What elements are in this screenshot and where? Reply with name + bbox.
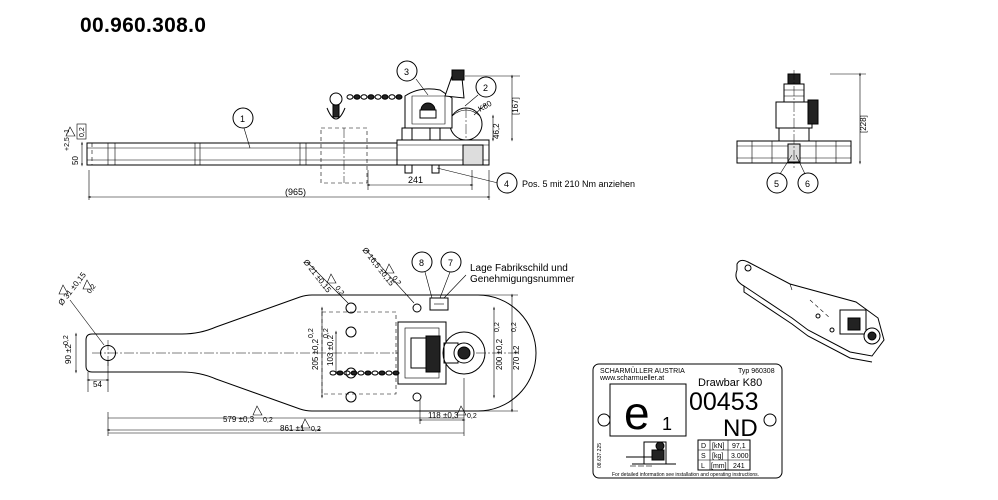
table-sym-l: L: [701, 463, 705, 470]
dim-50: 50: [71, 156, 80, 165]
approval-class: ND: [723, 415, 758, 442]
dim-579: 579 ±0,3: [223, 415, 255, 424]
flatness-02: 0,2: [79, 127, 86, 137]
table-value-s: 3.000: [731, 453, 749, 460]
svg-text:0,2: 0,2: [86, 283, 98, 295]
svg-text:7: 7: [448, 258, 453, 268]
dim-54: 54: [93, 380, 102, 389]
dim-50-tolerance: +2,5 -1: [64, 129, 71, 151]
nameplate-frame: [592, 363, 783, 479]
dim-46-2: 46,2: [492, 123, 501, 139]
nameplate-side-code: 08.637.225: [597, 443, 603, 468]
drawbar-plan-outline: [85, 294, 537, 412]
svg-text:0,2: 0,2: [63, 335, 70, 345]
nameplate-website: www.scharmueller.at: [599, 375, 664, 382]
balloon-3: [396, 60, 418, 82]
note-nameplate-line1: Lage Fabrikschild und: [470, 263, 568, 274]
dim-118: 118 ±0,3: [428, 411, 459, 420]
svg-text:3: 3: [404, 67, 409, 77]
table-value-l: 241: [733, 463, 745, 470]
svg-text:5: 5: [774, 179, 779, 189]
isometric-view: [735, 259, 885, 363]
tolerance-markers: 0,2 0,2 0,2 0,2 0,2 0,2 0,2 0,2 0,2 0,2 …: [63, 263, 518, 433]
nameplate: SCHARMÜLLER AUSTRIA www.scharmueller.at …: [592, 363, 783, 479]
side-view: (965) 241 [167] 46,2 K80 50 +2,5 -1 0,2 …: [64, 60, 635, 200]
table-unit-d: [kN]: [712, 443, 725, 450]
svg-text:0,2: 0,2: [467, 413, 477, 420]
table-unit-l: [mm]: [711, 463, 727, 470]
nameplate-table: D [kN] 97,1 S [kg] 3.000 L [mm] 241: [697, 439, 751, 471]
table-sym-s: S: [701, 453, 706, 460]
balloon-7: [440, 251, 462, 273]
nameplate-hole-right: [763, 413, 777, 427]
iso-drawbar: [735, 259, 885, 357]
svg-text:4: 4: [504, 179, 509, 189]
dim-965: (965): [285, 187, 306, 197]
dim-103: 103 ±0,2: [326, 334, 335, 366]
table-unit-s: [kg]: [712, 453, 723, 460]
svg-text:0,2: 0,2: [323, 328, 330, 338]
svg-text:0,2: 0,2: [511, 322, 518, 332]
note-pos5-torque: Pos. 5 mit 210 Nm anziehen: [522, 179, 635, 189]
dia-21: Ø 21 ±0,15: [301, 258, 333, 295]
e-mark-box: [609, 383, 687, 437]
nameplate-type: Typ 960308: [738, 368, 775, 375]
svg-text:8: 8: [419, 258, 424, 268]
end-view: [228] 5 6: [736, 70, 868, 194]
dim-228: [228]: [859, 115, 868, 133]
svg-text:0,2: 0,2: [263, 417, 273, 424]
svg-text:0,2: 0,2: [390, 275, 402, 287]
dim-167: [167]: [511, 97, 520, 115]
svg-text:0,2: 0,2: [333, 285, 345, 297]
dim-205: 205 ±0,2: [311, 338, 320, 370]
safety-chain: [346, 94, 403, 100]
nameplate-company: SCHARMÜLLER AUSTRIA: [600, 367, 685, 375]
label-k80: K80: [477, 99, 494, 114]
table-sym-d: D: [701, 443, 706, 450]
dim-270: 270 ±2: [512, 345, 521, 370]
balloon-4: [496, 172, 518, 194]
table-value-d: 97,1: [732, 443, 746, 450]
note-nameplate-line2: Genehmigungsnummer: [470, 274, 575, 285]
e-mark: e: [624, 387, 650, 439]
approval-number: 00453: [689, 388, 759, 416]
dim-200: 200 ±0,2: [495, 338, 504, 370]
nameplate-product: Drawbar K80: [698, 377, 762, 389]
balloon-2: [475, 76, 497, 98]
balloon-6: [797, 172, 819, 194]
part-number: 00.960.308.0: [80, 14, 207, 37]
dim-861: 861 ±1: [280, 424, 305, 433]
svg-text:2: 2: [483, 83, 488, 93]
balloon-1: [232, 107, 254, 129]
svg-text:6: 6: [805, 179, 810, 189]
nameplate-hole-left: [597, 413, 611, 427]
top-view-chain: [329, 370, 400, 376]
svg-text:1: 1: [240, 114, 245, 124]
svg-text:0,2: 0,2: [494, 322, 501, 332]
dim-90: 90 ±2: [64, 343, 73, 364]
nameplate-footer: For detailed information see installatio…: [612, 472, 759, 478]
e-mark-subscript: 1: [662, 414, 672, 434]
balloon-5: [766, 172, 788, 194]
drawbar-side-body: [86, 142, 398, 166]
svg-text:0,2: 0,2: [311, 426, 321, 433]
top-view: Ø 31 ±0,15 Ø 21 ±0,15 Ø 16,5 ±0,15 Lage …: [56, 246, 575, 436]
coupling-base-plate: [396, 139, 490, 166]
svg-text:0,2: 0,2: [308, 328, 315, 338]
dim-241: 241: [408, 175, 423, 185]
balloon-8: [411, 251, 433, 273]
coupling-pictogram-icon: [626, 441, 676, 467]
